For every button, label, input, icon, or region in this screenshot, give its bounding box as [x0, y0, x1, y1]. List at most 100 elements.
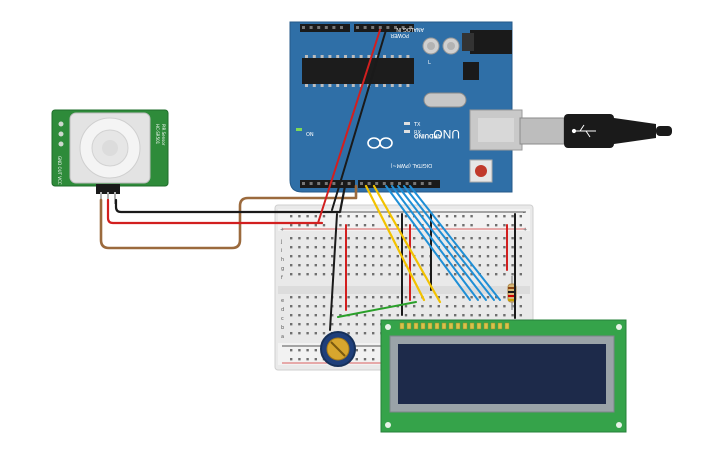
board-model-label: UNO: [433, 127, 460, 141]
header-pin: [309, 26, 313, 29]
breadboard-hole: [298, 273, 301, 276]
breadboard-hole: [511, 273, 514, 276]
breadboard-hole: [470, 305, 473, 308]
reset-button-cap[interactable]: [475, 165, 487, 177]
wire-5v: [317, 29, 381, 224]
header-pin: [317, 182, 321, 185]
breadboard-hole: [421, 273, 424, 276]
breadboard-hole: [437, 264, 440, 267]
breadboard-hole: [421, 305, 424, 308]
lcd-pin: [413, 322, 419, 330]
breadboard-hole: [511, 215, 514, 218]
row-label: h: [281, 257, 284, 263]
breadboard-hole: [454, 255, 457, 258]
breadboard-hole: [511, 314, 514, 317]
row-label: i: [281, 248, 282, 254]
breadboard-hole: [314, 305, 317, 308]
lcd-screen: [398, 344, 606, 404]
lcd-pin: [434, 322, 440, 330]
breadboard-hole: [404, 237, 408, 240]
header-pin: [317, 26, 321, 29]
breadboard-hole: [290, 332, 293, 335]
breadboard-hole: [347, 323, 350, 326]
breadboard-hole: [314, 314, 317, 317]
lcd-pin: [427, 322, 433, 330]
lcd-mount-hole: [616, 422, 622, 428]
on-led: [296, 128, 302, 131]
breadboard-hole: [478, 246, 481, 249]
breadboard-hole: [445, 264, 449, 267]
header-pin: [371, 26, 375, 29]
breadboard-hole: [355, 237, 358, 240]
breadboard-hole: [322, 264, 326, 267]
header-pin: [356, 26, 359, 29]
breadboard-hole: [486, 314, 490, 317]
pir-pin-labels: GND OUT VCC: [57, 156, 62, 185]
breadboard-hole: [478, 296, 481, 299]
potentiometer[interactable]: [320, 331, 356, 367]
breadboard-hole: [413, 305, 416, 308]
chip-pin: [375, 84, 379, 87]
header-pin: [394, 26, 397, 29]
chip-pin: [398, 55, 402, 58]
lcd-pin: [399, 322, 405, 330]
voltage-regulator: [463, 62, 479, 80]
breadboard-hole: [445, 314, 449, 317]
breadboard-hole: [290, 305, 293, 308]
lcd-mount-hole: [385, 324, 391, 330]
breadboard-hole: [519, 224, 522, 227]
breadboard-hole: [478, 264, 481, 267]
breadboard-hole: [445, 224, 449, 227]
breadboard-hole: [486, 215, 490, 218]
wire-lcd-d6: [397, 185, 487, 301]
chip-pin: [344, 84, 347, 87]
row-label: d: [281, 307, 284, 313]
breadboard-hole: [290, 349, 293, 352]
chip-pin: [351, 55, 355, 58]
breadboard-hole: [486, 224, 490, 227]
breadboard-hole: [363, 215, 367, 218]
breadboard-hole: [372, 215, 375, 218]
breadboard-hole: [339, 224, 342, 227]
breadboard-hole: [298, 332, 301, 335]
tx-led: [404, 122, 410, 125]
breadboard-hole: [503, 305, 506, 308]
chip-pin: [336, 84, 340, 87]
wire-pir-out: [106, 198, 324, 225]
row-label: e: [281, 298, 284, 304]
breadboard-hole: [290, 273, 293, 276]
breadboard-hole: [388, 296, 391, 299]
header-pin: [324, 182, 328, 185]
breadboard-hole: [519, 246, 522, 249]
breadboard-hole: [363, 246, 367, 249]
chip-pin: [383, 55, 386, 58]
breadboard-hole: [322, 246, 326, 249]
breadboard-hole: [347, 246, 350, 249]
breadboard-hole: [363, 314, 367, 317]
arduino-uno-board: UNO ARDUINO ANALOG IN POWER DIGITAL (PWM…: [289, 21, 523, 193]
header-pin: [324, 26, 328, 29]
breadboard-hole: [347, 296, 350, 299]
breadboard-hole: [495, 296, 498, 299]
breadboard-hole: [339, 237, 342, 240]
breadboard-hole: [355, 296, 358, 299]
pir-pin-header: [96, 184, 120, 194]
chip-pin: [406, 84, 410, 87]
breadboard-hole: [503, 255, 506, 258]
breadboard-hole: [372, 305, 375, 308]
wire-lcd-extra: [409, 185, 501, 301]
breadboard-hole: [355, 349, 358, 352]
breadboard-hole: [306, 358, 309, 361]
breadboard-hole: [413, 246, 416, 249]
breadboard-hole: [322, 323, 326, 326]
breadboard-hole: [339, 296, 342, 299]
wire-lcd-d4: [385, 185, 471, 301]
breadboard-hole: [380, 314, 383, 317]
header-pin: [401, 26, 405, 29]
breadboard-hole: [478, 314, 481, 317]
row-labels-top: j i h g f: [280, 239, 284, 281]
row-labels-bottom: e d c b a: [281, 298, 284, 340]
breadboard-hole: [519, 264, 522, 267]
lcd-pin: [504, 322, 510, 330]
breadboard-hole: [290, 264, 293, 267]
